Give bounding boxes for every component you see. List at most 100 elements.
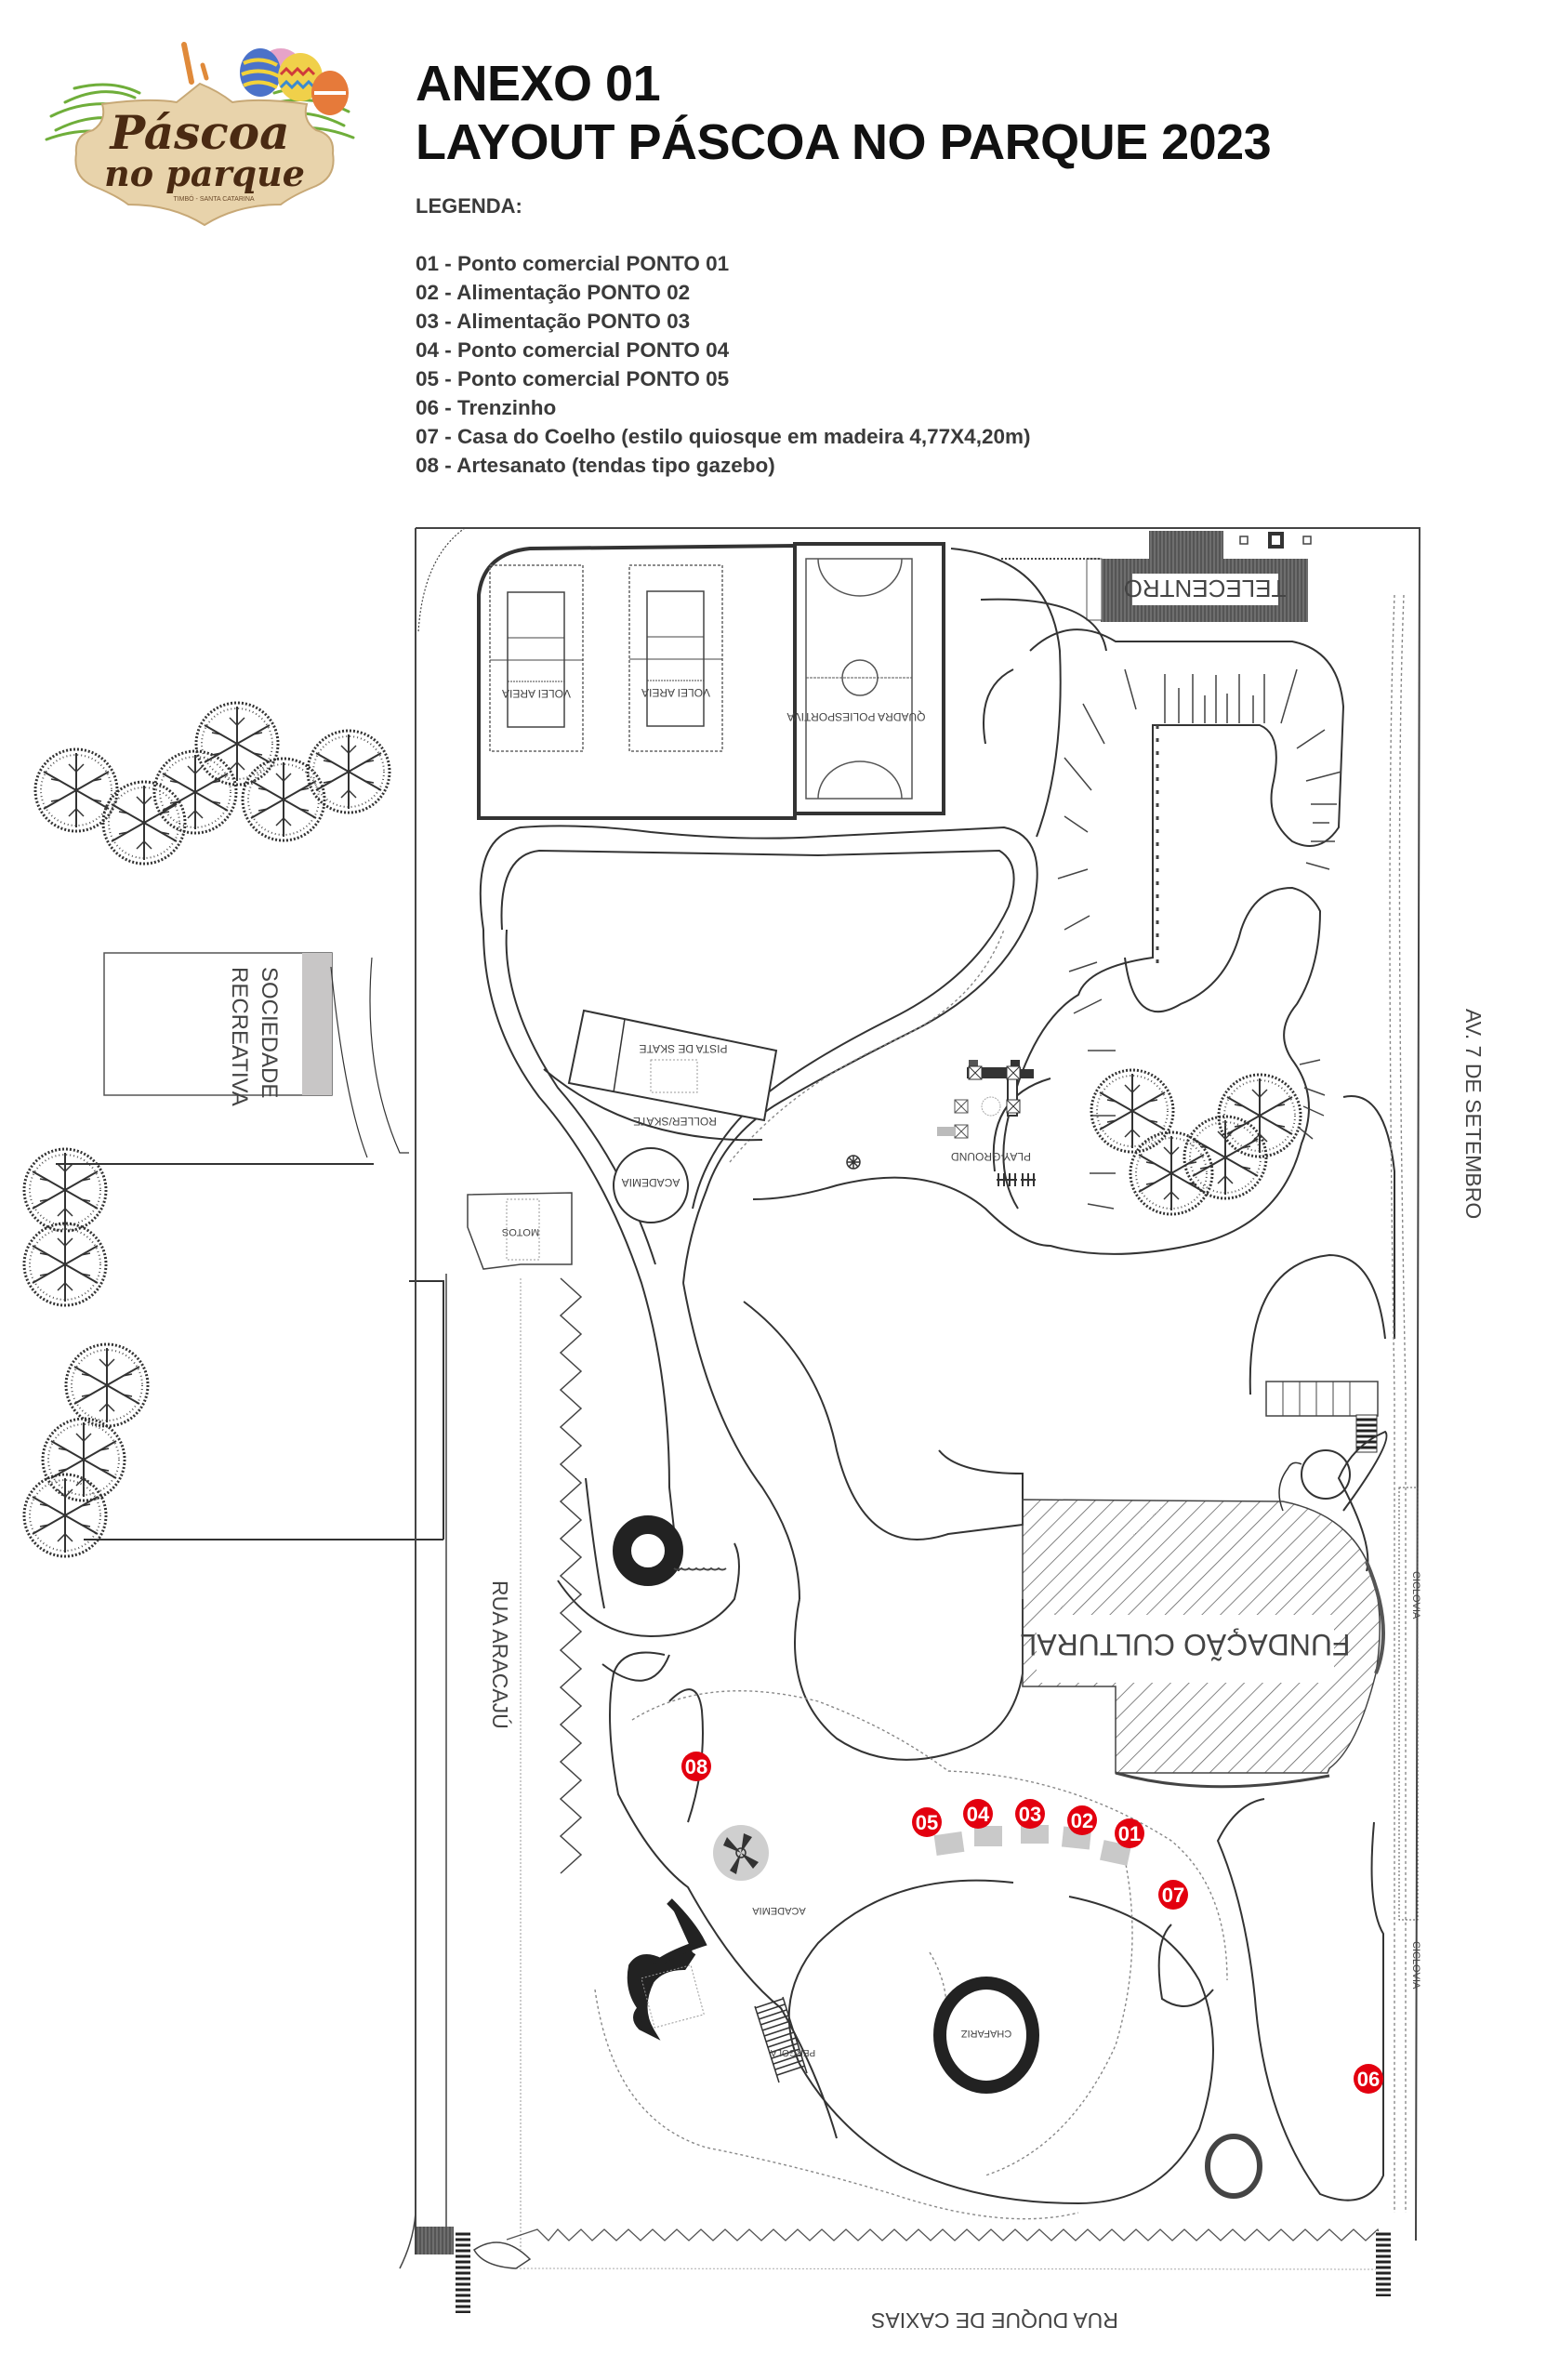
fountain-upper xyxy=(613,1515,727,1586)
marker-circle xyxy=(1067,1805,1097,1835)
marker-03[interactable]: 03 xyxy=(1015,1799,1045,1829)
quadra-label: QUADRA POLIESPORTIVA xyxy=(787,710,926,723)
legend-item: 06 - Trenzinho xyxy=(416,396,557,419)
event-markers: 01 02 03 04 05 06 07 08 xyxy=(681,1752,1383,2094)
marker-label: 01 xyxy=(1118,1822,1141,1845)
marker-circle xyxy=(1158,1880,1188,1910)
page-title: LAYOUT PÁSCOA NO PARQUE 2023 xyxy=(416,114,1272,170)
marker-label: 05 xyxy=(916,1811,938,1834)
skate-area: PISTA DE SKATE ROLLER/SKATE ACADEMIA xyxy=(543,1009,778,1223)
marker-label: 03 xyxy=(1019,1803,1041,1826)
park-paths xyxy=(479,548,1395,2205)
planter-circle xyxy=(1205,2134,1262,2199)
marker-04[interactable]: 04 xyxy=(963,1799,993,1829)
academia-label-2: ACADEMIA xyxy=(752,1905,806,1916)
tree-icon xyxy=(22,1473,108,1558)
compass-rose-icon xyxy=(713,1825,769,1881)
marker-circle xyxy=(912,1807,942,1837)
telecentro-building: TELECENTRO xyxy=(1001,531,1312,622)
ciclovia-label-1: CICLOVIA xyxy=(1410,1571,1421,1620)
sociedade-label-2: RECREATIVA xyxy=(227,967,252,1106)
legend-heading: LEGENDA: xyxy=(416,194,522,218)
legend-item: 03 - Alimentação PONTO 03 xyxy=(416,310,691,333)
walkway-dashes xyxy=(594,594,1407,2220)
pergola-area: PERGOLA xyxy=(627,1898,816,2083)
marker-circle xyxy=(681,1752,711,1781)
legend-list: 01 - Ponto comercial PONTO 01 02 - Alime… xyxy=(416,249,1030,480)
tree-icon xyxy=(1090,1068,1175,1154)
easter-eggs-icon xyxy=(240,48,349,115)
tree-icon xyxy=(241,757,326,842)
sociedade-recreativa-building: SOCIEDADE RECREATIVA xyxy=(103,952,333,1106)
tree-icon xyxy=(41,1417,126,1502)
legend-item: 05 - Ponto comercial PONTO 05 xyxy=(416,367,730,390)
motos-label: MOTOS xyxy=(502,1226,539,1237)
motos-parking: MOTOS xyxy=(445,1192,583,2250)
annex-label: ANEXO 01 xyxy=(416,56,661,112)
av-7-setembro-label: AV. 7 DE SETEMBRO xyxy=(1461,1009,1486,1219)
playground: PLAY-GROUND xyxy=(846,1060,1036,1186)
logo-subtitle: no parque xyxy=(104,152,305,194)
marker-label: 04 xyxy=(967,1803,990,1826)
trees-group-left-top xyxy=(33,701,391,866)
marker-circle xyxy=(1015,1799,1045,1829)
logo-tagline: TIMBÓ - SANTA CATARINA xyxy=(173,194,254,203)
legend-item: 02 - Alimentação PONTO 02 xyxy=(416,281,691,304)
stall-05 xyxy=(933,1831,965,1856)
marker-circle xyxy=(1115,1818,1144,1848)
parking-stalls xyxy=(1057,668,1342,1210)
rua-aracaju-label: RUA ARACAJÚ xyxy=(488,1580,512,1729)
trees-group-right xyxy=(1090,1068,1302,1216)
marker-02[interactable]: 02 xyxy=(1067,1805,1097,1835)
event-logo: Páscoa no parque TIMBÓ - SANTA CATARINA xyxy=(37,19,363,228)
fundacao-cultural-building: FUNDAÇÃO CULTURAL CICLOVIA xyxy=(1021,1381,1421,1921)
tree-icon xyxy=(306,729,391,814)
tree-icon xyxy=(64,1342,150,1428)
chafariz-label: CHAFARIZ xyxy=(961,2028,1012,2039)
marker-label: 06 xyxy=(1357,2068,1380,2091)
pergola-label: PERGOLA xyxy=(771,2047,816,2057)
academia-label-1: ACADEMIA xyxy=(622,1176,681,1189)
tree-icon xyxy=(194,701,280,787)
tree-icon xyxy=(33,747,119,833)
rua-duque-caxias-label: RUA DUQUE DE CAXIAS xyxy=(871,2308,1118,2333)
tree-icon xyxy=(1183,1115,1268,1200)
marker-label: 02 xyxy=(1071,1809,1093,1832)
logo-title: Páscoa xyxy=(109,105,290,160)
legend-item: 08 - Artesanato (tendas tipo gazebo) xyxy=(416,454,775,477)
sociedade-label-1: SOCIEDADE xyxy=(257,967,282,1098)
volei-areia-label-2: VOLEI AREIA xyxy=(641,686,710,699)
stall-04 xyxy=(974,1826,1002,1846)
tree-icon xyxy=(1129,1130,1214,1216)
tree-icon xyxy=(22,1147,108,1233)
trees-group-left-bottom xyxy=(22,1147,150,1558)
pista-skate-label: PISTA DE SKATE xyxy=(640,1042,728,1055)
tree-icon xyxy=(152,749,238,835)
sports-block: VOLEI AREIA VOLEI AREIA QUADRA POLIESPOR… xyxy=(477,542,945,820)
wood-plaque xyxy=(74,82,335,227)
marker-07[interactable]: 07 xyxy=(1158,1880,1188,1910)
marker-05[interactable]: 05 xyxy=(912,1807,942,1837)
playground-label: PLAY-GROUND xyxy=(951,1150,1031,1163)
bottom-parking xyxy=(399,2212,1391,2313)
stall-03 xyxy=(1021,1825,1049,1844)
legend-item: 04 - Ponto comercial PONTO 04 xyxy=(416,338,730,362)
marker-label: 07 xyxy=(1162,1884,1184,1907)
stalls xyxy=(933,1825,1131,1866)
marker-label: 08 xyxy=(685,1755,707,1778)
marker-01[interactable]: 01 xyxy=(1115,1818,1144,1848)
tree-icon xyxy=(101,780,187,866)
tree-icon xyxy=(22,1222,108,1307)
marker-08[interactable]: 08 xyxy=(681,1752,711,1781)
plant-icon xyxy=(846,1155,861,1170)
chafariz-fountain: CHAFARIZ xyxy=(933,1977,1039,2094)
marker-06[interactable]: 06 xyxy=(1354,2064,1383,2094)
telecentro-label: TELECENTRO xyxy=(1124,575,1287,602)
legend-item: 01 - Ponto comercial PONTO 01 xyxy=(416,252,730,275)
park-boundary xyxy=(415,527,1421,2254)
volei-areia-label-1: VOLEI AREIA xyxy=(502,687,571,700)
marker-circle xyxy=(1354,2064,1383,2094)
ciclovia-label-2: CICLOVIA xyxy=(1410,1941,1421,1990)
legend-item: 07 - Casa do Coelho (estilo quiosque em … xyxy=(416,425,1031,448)
